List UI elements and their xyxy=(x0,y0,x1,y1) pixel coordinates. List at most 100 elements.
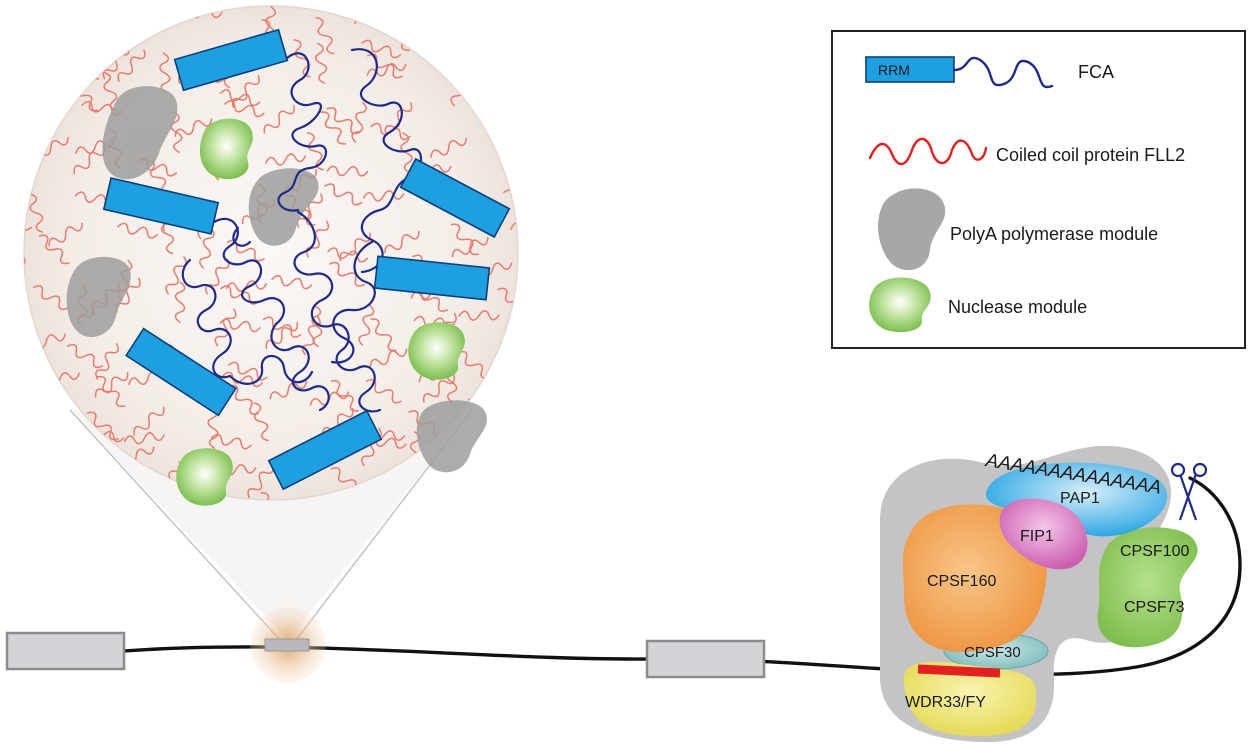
fll2-squiggle xyxy=(358,305,375,346)
cpsf30-label: CPSF30 xyxy=(964,644,1021,661)
legend-polya-label: PolyA polymerase module xyxy=(950,224,1158,244)
fll2-squiggle xyxy=(458,310,500,321)
fll2-squiggle xyxy=(515,169,518,204)
fll2-squiggle xyxy=(457,350,491,379)
fll2-squiggle xyxy=(0,312,21,337)
fll2-squiggle xyxy=(24,132,30,157)
fll2-squiggle xyxy=(512,404,518,417)
fll2-squiggle xyxy=(269,380,308,400)
fll2-squiggle xyxy=(80,6,117,25)
fll2-squiggle xyxy=(24,64,41,105)
fll2-squiggle xyxy=(24,496,28,500)
fip1-shape xyxy=(999,498,1088,570)
fll2-locus xyxy=(264,638,310,652)
fll2-squiggle xyxy=(48,222,83,247)
binding-site xyxy=(917,664,1001,678)
rrm-domains xyxy=(102,28,511,491)
legend-fca-swatch xyxy=(952,56,1054,89)
fll2-squiggle xyxy=(503,346,517,388)
scissors-icon xyxy=(1170,462,1208,521)
fll2-squiggle xyxy=(224,100,265,118)
legend-fll2-label: Coiled coil protein FLL2 xyxy=(996,145,1185,165)
fll2-squiggle xyxy=(31,379,45,420)
fll2-squiggle xyxy=(222,371,264,388)
legend-fll2-swatch xyxy=(868,137,988,166)
legend: RRM FCA Coiled coil protein FLL2 PolyA p… xyxy=(831,30,1246,349)
fll2-squiggle xyxy=(400,132,413,174)
fll2-squiggle xyxy=(73,146,106,175)
fll2-squiggle xyxy=(296,193,323,229)
fll2-squiggle xyxy=(24,136,28,174)
fll2-squiggle xyxy=(133,406,165,436)
legend-fca-label: FCA xyxy=(1078,62,1114,82)
fll2-squiggle xyxy=(324,183,363,206)
legend-item-fca: RRM FCA xyxy=(865,56,1114,89)
cpsf73-label: CPSF73 xyxy=(1124,599,1185,616)
fll2-squiggle xyxy=(422,374,456,403)
fll2-squiggle xyxy=(219,318,261,333)
fll2-squiggle xyxy=(26,17,58,47)
fll2-squiggle xyxy=(117,222,158,239)
legend-nuclease-swatch xyxy=(869,277,931,333)
fll2-squiggle xyxy=(326,165,369,177)
fll2-squiggle xyxy=(48,465,82,493)
fll2-squiggle xyxy=(29,193,44,233)
fll2-squiggle xyxy=(366,63,407,77)
fll2-squiggle xyxy=(253,402,269,442)
fll2-squiggle xyxy=(504,12,518,49)
legend-rrm-swatch xyxy=(865,56,955,83)
fll2-squiggle xyxy=(265,153,307,166)
fll2-squiggle xyxy=(414,6,455,21)
fll2-squiggle xyxy=(499,98,518,110)
legend-item-nuclease: Nuclease module xyxy=(869,277,1087,333)
fll2-squiggle xyxy=(513,349,518,382)
fll2-squiggle xyxy=(339,232,371,262)
legend-nuclease-label: Nuclease module xyxy=(948,297,1087,317)
fll2-squiggle xyxy=(457,66,499,78)
cpsf-complex: AAAAAAAAAAAAAA PAP1 FIP1 CPSF160 CPSF100… xyxy=(880,445,1208,743)
fll2-squiggle xyxy=(38,234,70,265)
fll2-squiggle xyxy=(458,498,484,500)
fll2-squiggle xyxy=(384,230,420,254)
legend-item-fll2: Coiled coil protein FLL2 xyxy=(868,137,1185,166)
fll2-squiggle xyxy=(247,463,274,499)
fll2-squiggle xyxy=(117,49,146,82)
fll2-squiggle xyxy=(174,281,186,323)
fll2-squiggle xyxy=(314,42,328,84)
fll2-squiggle xyxy=(123,432,165,445)
fll2-squiggle xyxy=(165,6,182,17)
fll2-squiggle xyxy=(329,261,365,287)
fll2-squiggle xyxy=(326,107,361,135)
fll2-squiggle xyxy=(29,10,72,23)
fll2-squiggle xyxy=(512,441,518,484)
fll2-squiggle xyxy=(429,45,468,62)
fll2-squiggle xyxy=(24,367,40,408)
fll2-squiggle xyxy=(370,318,397,352)
fll2-squiggle xyxy=(330,379,360,412)
fll2-squiggle xyxy=(361,39,402,59)
fll2-squiggle xyxy=(86,411,119,441)
fll2-squiggle xyxy=(305,220,330,258)
fll2-squiggle xyxy=(451,237,489,258)
fll2-squiggle xyxy=(430,137,468,158)
fll2-squiggle xyxy=(369,348,408,367)
fll2-squiggle xyxy=(260,492,284,500)
fll2-squiggle xyxy=(327,247,369,263)
fll2-squiggle xyxy=(63,495,74,500)
cpsf160-label: CPSF160 xyxy=(927,573,996,590)
cpsf100-label: CPSF100 xyxy=(1120,543,1189,560)
fll2-squiggle xyxy=(293,39,311,78)
fll2-squiggle xyxy=(3,433,23,474)
fll2-squiggle xyxy=(96,375,126,408)
fll2-squiggle xyxy=(66,343,104,369)
fll2-squiggle xyxy=(311,305,323,348)
cpsf100-73-shape xyxy=(1097,527,1198,648)
fll2-squiggle xyxy=(450,223,480,256)
fll2-squiggle xyxy=(24,255,26,294)
fll2-squiggle xyxy=(315,17,335,55)
legend-item-polya: PolyA polymerase module xyxy=(878,188,1158,271)
fll2-squiggle xyxy=(32,285,69,311)
legend-polya-swatch xyxy=(878,188,946,271)
